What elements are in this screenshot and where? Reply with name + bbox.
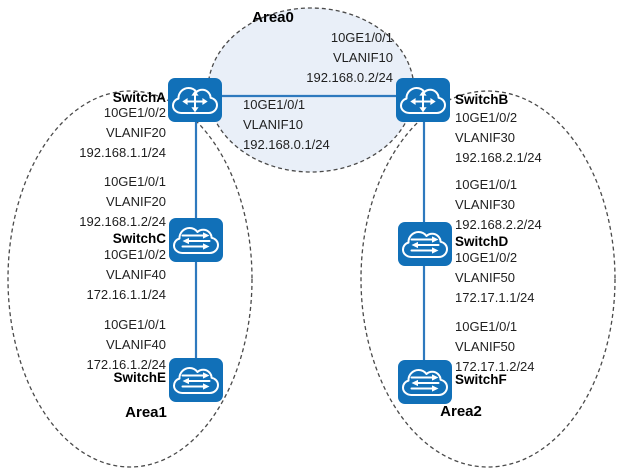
switchf-label: SwitchF (455, 372, 507, 387)
ip-label: 172.17.1.1/24 (455, 290, 535, 305)
ip-label: 192.168.1.1/24 (79, 145, 166, 160)
ip-label: 172.17.1.2/24 (455, 359, 535, 374)
switche-uplink-interface-labels: 10GE1/0/1 VLANIF40 172.16.1.2/24 (86, 315, 166, 375)
switchd-switch-icon (397, 221, 453, 267)
vlanif-label: VLANIF50 (455, 270, 515, 285)
area2-label: Area2 (440, 403, 482, 420)
ip-label: 192.168.2.1/24 (455, 150, 542, 165)
switcha-label: SwitchA (112, 90, 166, 105)
port-label: 10GE1/0/1 (103, 174, 166, 189)
switchc-switch-icon (168, 217, 224, 263)
vlanif-label: VLANIF20 (106, 194, 166, 209)
port-label: 10GE1/0/2 (455, 110, 518, 125)
switchc-uplink-interface-labels: 10GE1/0/1 VLANIF20 192.168.1.2/24 (79, 172, 166, 232)
switchd-uplink-interface-labels: 10GE1/0/1 VLANIF30 192.168.2.2/24 (455, 175, 542, 235)
switchb-area0-interface-labels: 10GE1/0/1 VLANIF10 192.168.0.2/24 (306, 28, 393, 88)
switche-label: SwitchE (113, 370, 166, 385)
switchc-downlink-interface-labels: 10GE1/0/2 VLANIF40 172.16.1.1/24 (86, 245, 166, 305)
switchb-l3-switch-icon (395, 77, 451, 123)
ip-label: 192.168.0.2/24 (306, 70, 393, 85)
vlanif-label: VLANIF40 (106, 337, 166, 352)
vlanif-label: VLANIF10 (333, 50, 393, 65)
ip-label: 192.168.0.1/24 (243, 137, 330, 152)
vlanif-label: VLANIF30 (455, 197, 515, 212)
ip-label: 172.16.1.1/24 (86, 287, 166, 302)
area0-label: Area0 (252, 9, 294, 26)
ip-label: 192.168.2.2/24 (455, 217, 542, 232)
switchb-downlink-interface-labels: 10GE1/0/2 VLANIF30 192.168.2.1/24 (455, 108, 542, 168)
switchb-label: SwitchB (455, 92, 509, 107)
port-label: 10GE1/0/1 (103, 317, 166, 332)
vlanif-label: VLANIF40 (106, 267, 166, 282)
port-label: 10GE1/0/2 (103, 105, 166, 120)
area1-label: Area1 (125, 404, 167, 421)
area2-ellipse (360, 90, 616, 468)
switchc-label: SwitchC (112, 231, 166, 246)
port-label: 10GE1/0/1 (243, 97, 306, 112)
vlanif-label: VLANIF50 (455, 339, 515, 354)
port-label: 10GE1/0/1 (455, 177, 518, 192)
switcha-downlink-interface-labels: 10GE1/0/2 VLANIF20 192.168.1.1/24 (79, 103, 166, 163)
switchf-uplink-interface-labels: 10GE1/0/1 VLANIF50 172.17.1.2/24 (455, 317, 535, 377)
switchd-label: SwitchD (455, 234, 509, 249)
switche-switch-icon (168, 357, 224, 403)
switcha-area0-interface-labels: 10GE1/0/1 VLANIF10 192.168.0.1/24 (243, 95, 330, 155)
port-label: 10GE1/0/2 (455, 250, 518, 265)
switcha-l3-switch-icon (167, 77, 223, 123)
area1-ellipse (7, 90, 253, 468)
vlanif-label: VLANIF30 (455, 130, 515, 145)
vlanif-label: VLANIF10 (243, 117, 303, 132)
port-label: 10GE1/0/2 (103, 247, 166, 262)
switchd-downlink-interface-labels: 10GE1/0/2 VLANIF50 172.17.1.1/24 (455, 248, 535, 308)
port-label: 10GE1/0/1 (330, 30, 393, 45)
switchf-switch-icon (397, 359, 453, 405)
ip-label: 172.16.1.2/24 (86, 357, 166, 372)
vlanif-label: VLANIF20 (106, 125, 166, 140)
port-label: 10GE1/0/1 (455, 319, 518, 334)
ip-label: 192.168.1.2/24 (79, 214, 166, 229)
